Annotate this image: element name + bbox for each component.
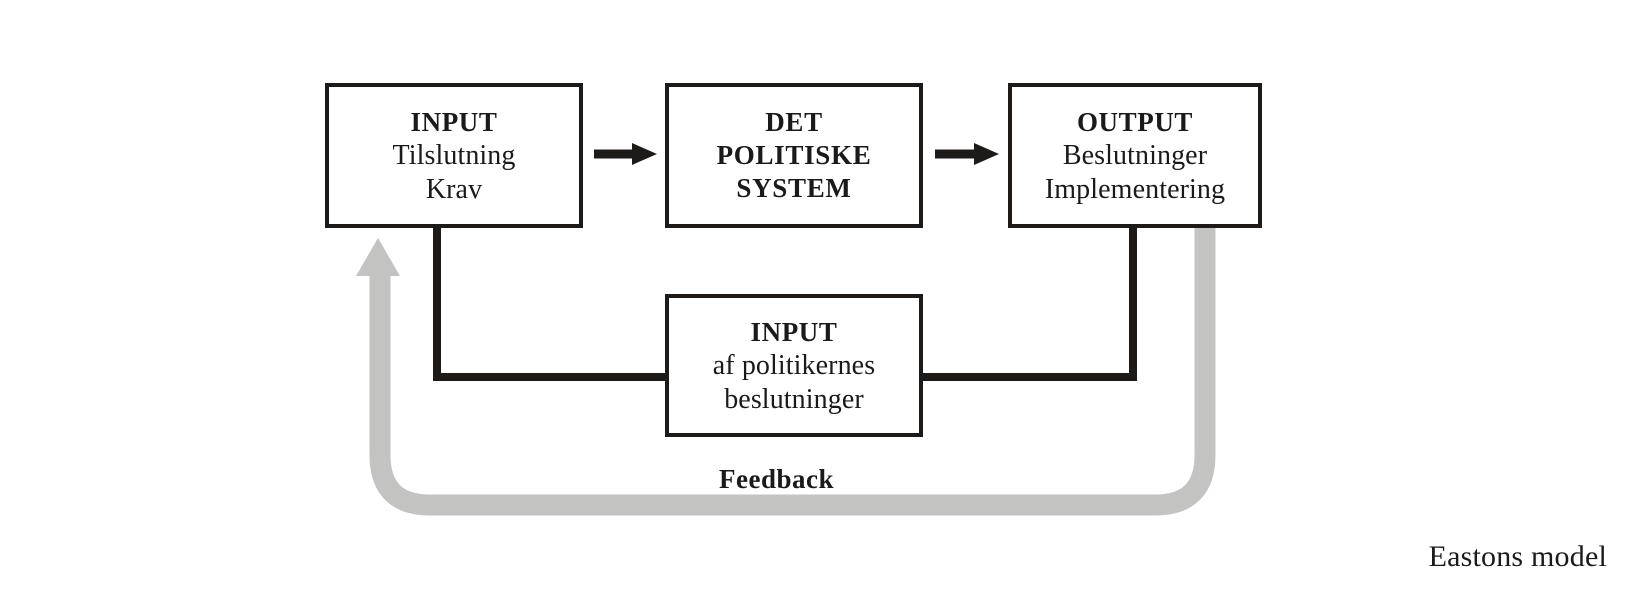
connector-output-to-politician-input <box>920 228 1137 381</box>
arrow-system-to-output <box>935 143 999 165</box>
input-box-line-3: Krav <box>425 173 483 205</box>
political-system-box: DET POLITISKE SYSTEM <box>665 83 923 228</box>
political-system-box-line-3: SYSTEM <box>736 172 852 203</box>
output-box-line-2: Beslutninger <box>1062 139 1208 171</box>
arrow-input-to-system <box>594 143 657 165</box>
input-box: INPUT Tilslutning Krav <box>325 83 583 228</box>
politician-input-box: INPUT af politikernes beslutninger <box>665 294 923 437</box>
output-box: OUTPUT Beslutninger Implementering <box>1008 83 1262 228</box>
feedback-arrowhead <box>356 238 400 276</box>
connector-input-to-politician-input <box>433 228 667 381</box>
politician-input-box-line-1: INPUT <box>750 316 838 347</box>
input-box-line-1: INPUT <box>410 106 498 137</box>
political-system-box-line-1: DET <box>765 107 823 138</box>
output-box-line-3: Implementering <box>1044 173 1226 205</box>
feedback-arrow <box>356 228 1216 516</box>
output-box-line-1: OUTPUT <box>1076 106 1194 137</box>
politician-input-box-line-2: af politikernes <box>712 349 876 381</box>
input-box-line-2: Tilslutning <box>392 139 516 171</box>
political-system-box-line-2: POLITISKE <box>716 140 872 171</box>
politician-input-box-line-3: beslutninger <box>724 383 864 415</box>
diagram-caption: Eastons model <box>1428 540 1607 573</box>
feedback-label: Feedback <box>719 464 834 494</box>
